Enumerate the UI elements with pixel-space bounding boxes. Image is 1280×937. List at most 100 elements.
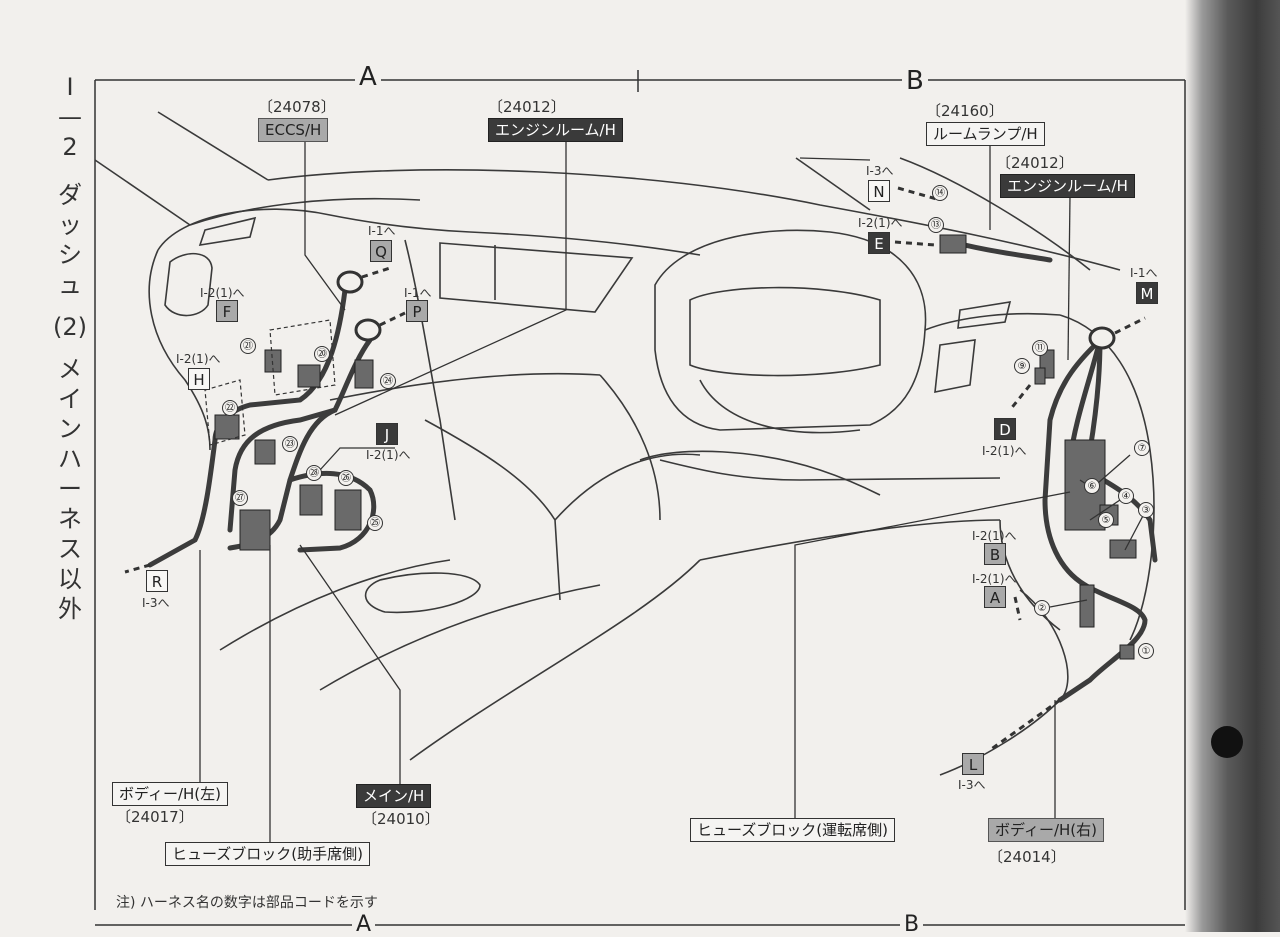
dash-m <box>1114 316 1146 335</box>
side-title-char: ン <box>58 415 82 443</box>
right-small-vent <box>934 339 976 393</box>
ecu-outline <box>269 319 336 396</box>
side-title-char: ッ <box>58 211 82 239</box>
callout-23: ㉓ <box>282 436 298 452</box>
section-b-marker: B <box>902 66 928 96</box>
harness-code-engine-room-b: 〔24012〕 <box>996 154 1074 172</box>
pillar-line-left <box>94 159 191 226</box>
callout-2: ② <box>1034 600 1050 616</box>
lower-dash-mid <box>319 584 601 691</box>
callout-6: ⑥ <box>1084 478 1100 494</box>
side-title-char: 以 <box>58 565 82 593</box>
mid-panel-line <box>329 372 601 401</box>
side-title-char: ス <box>58 535 82 563</box>
side-title-char: ュ <box>58 271 82 299</box>
callout-14: ⑭ <box>932 185 948 201</box>
connector-3 <box>1109 539 1137 559</box>
side-title-char: シ <box>58 241 82 269</box>
connector-letter-n: N <box>868 180 890 202</box>
section-b-bottom-marker: B <box>900 912 924 937</box>
instrument-gauge-window <box>689 286 881 377</box>
leader-main <box>299 544 401 790</box>
dash-e <box>894 240 936 247</box>
ref-m: I-1へ <box>1130 266 1158 280</box>
connector-letter-p: P <box>406 300 428 322</box>
connector-25-block <box>334 489 362 531</box>
connector-letter-f: F <box>216 300 238 322</box>
center-console-left <box>424 419 561 601</box>
callout-26: ㉖ <box>338 470 354 486</box>
harness-name-fuse-driver: ヒューズブロック(運転席側) <box>690 818 895 842</box>
scan-shadow <box>1185 0 1280 932</box>
leader-2 <box>1049 599 1088 608</box>
connector-2 <box>1079 584 1095 628</box>
lower-dash-left <box>219 559 451 651</box>
punch-hole <box>1211 726 1243 758</box>
side-title-char: I <box>66 73 74 101</box>
side-title-char: — <box>58 103 82 131</box>
body-right-harness <box>1057 582 1148 703</box>
connector-1 <box>1119 644 1135 660</box>
callout-5: ⑤ <box>1098 512 1114 528</box>
ref-p: I-1へ <box>404 286 432 300</box>
lower-right-line <box>699 519 1001 561</box>
leader-3 <box>1124 511 1146 551</box>
connector-28 <box>299 484 323 516</box>
grommet-m <box>1088 326 1116 350</box>
leader-4 <box>1089 499 1121 521</box>
dash-l <box>989 698 1061 752</box>
grommets <box>336 270 1116 350</box>
ref-a: I-2(1)へ <box>972 572 1017 586</box>
lower-dash-right <box>409 559 701 761</box>
side-title-char: メ <box>58 355 82 383</box>
harness-name-room-lamp: ルームランプ/H <box>926 122 1045 146</box>
callout-3: ③ <box>1138 502 1154 518</box>
connector-20 <box>297 364 321 388</box>
dashboard-outline <box>94 111 1155 776</box>
steering-column-top <box>639 450 881 496</box>
grommet-q <box>336 270 364 294</box>
windshield-line-right <box>795 157 871 211</box>
harness-wires <box>147 237 1158 703</box>
steering-column-bottom <box>659 459 801 481</box>
connector-13 <box>939 234 967 254</box>
callout-11: ⑪ <box>1032 340 1048 356</box>
harness-name-engine-room-b: エンジンルーム/H <box>1000 174 1135 198</box>
left-vent <box>198 216 257 246</box>
windshield-line-left <box>157 111 269 181</box>
section-a-marker: A <box>355 62 381 92</box>
right-vent <box>957 301 1012 329</box>
callout-4: ④ <box>1118 488 1134 504</box>
center-display <box>439 242 634 313</box>
callout-13: ⑬ <box>928 217 944 233</box>
side-title-char: イ <box>58 385 82 413</box>
dash-p <box>379 311 406 327</box>
leader-lines <box>199 140 1146 842</box>
leader-eccs <box>304 140 346 311</box>
side-title-char: 外 <box>58 595 82 623</box>
harness-code-engine-room-a: 〔24012〕 <box>488 98 566 116</box>
side-title-char: 2 <box>62 133 78 161</box>
center-top <box>469 231 701 256</box>
dash-r <box>124 563 151 574</box>
connector-letter-d: D <box>994 418 1016 440</box>
callout-9: ⑨ <box>1014 358 1030 374</box>
ref-q: I-1へ <box>368 224 396 238</box>
side-title-char: ハ <box>58 445 82 473</box>
body-left-harness <box>147 437 218 568</box>
callout-28: ㉘ <box>306 465 322 481</box>
callout-24: ㉔ <box>380 373 396 389</box>
dash-top-contour <box>157 208 471 251</box>
callout-1: ① <box>1138 643 1154 659</box>
connector-letter-a: A <box>984 586 1006 608</box>
leader-engine-room-a <box>334 140 567 416</box>
harness-name-body-left: ボディー/H(左) <box>112 782 228 806</box>
callout-25: ㉕ <box>367 515 383 531</box>
ref-j: I-2(1)へ <box>366 448 411 462</box>
connector-9 <box>1034 367 1046 385</box>
ref-e: I-2(1)へ <box>858 216 903 230</box>
grommet-p <box>354 318 382 342</box>
ref-f: I-2(1)へ <box>200 286 245 300</box>
connector-letter-e: E <box>868 232 890 254</box>
